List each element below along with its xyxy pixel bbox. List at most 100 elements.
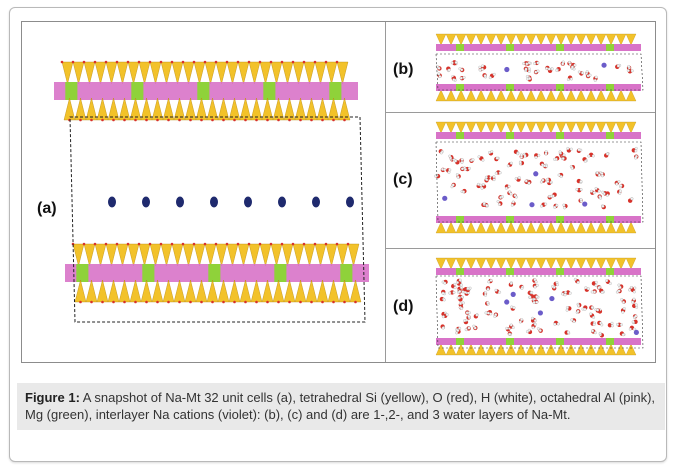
- water-hydrogen: [437, 66, 441, 70]
- na-cation: [442, 195, 448, 201]
- tetrahedron-si: [545, 33, 557, 46]
- figure-caption: Figure 1: A snapshot of Na-Mt 32 unit ce…: [17, 383, 665, 430]
- tetrahedron-si: [61, 61, 74, 85]
- tetrahedron-si: [535, 257, 547, 270]
- oxygen-atom: [101, 118, 104, 122]
- tetrahedron-si: [525, 221, 537, 234]
- tetrahedron-si: [292, 61, 305, 85]
- oxygen-atom: [335, 60, 339, 64]
- water-hydrogen: [496, 200, 500, 203]
- tetrahedron-si: [455, 33, 467, 46]
- tetrahedron-si: [336, 61, 349, 85]
- tetrahedron-si: [435, 257, 447, 270]
- tetrahedron-si: [445, 33, 457, 46]
- tetrahedron-si: [272, 279, 285, 303]
- water-hydrogen: [594, 75, 598, 79]
- water-hydrogen: [550, 67, 554, 71]
- water-hydrogen: [527, 69, 531, 73]
- water-hydrogen: [619, 323, 623, 327]
- water-hydrogen: [627, 65, 631, 68]
- mg-site: [274, 264, 287, 282]
- tetrahedron-si: [505, 89, 517, 102]
- oxygen-atom: [266, 300, 269, 304]
- water-hydrogen: [528, 295, 532, 299]
- water-hydrogen: [579, 198, 583, 202]
- tetrahedron-si: [349, 279, 362, 303]
- water-hydrogen: [577, 148, 581, 152]
- water-hydrogen: [593, 331, 597, 335]
- water-hydrogen: [452, 78, 456, 82]
- water-hydrogen: [586, 287, 590, 291]
- water-hydrogen: [618, 285, 622, 289]
- water-hydrogen: [447, 68, 451, 72]
- water-hydrogen: [599, 196, 602, 200]
- tetrahedron-si: [182, 61, 195, 85]
- oxygen-atom: [148, 60, 152, 64]
- tetrahedron-si: [585, 121, 597, 134]
- water-hydrogen: [458, 278, 462, 282]
- tetrahedron-si: [535, 121, 547, 134]
- water-hydrogen: [460, 306, 464, 310]
- water-hydrogen: [600, 290, 604, 294]
- water-hydrogen: [450, 61, 454, 65]
- water-hydrogen: [490, 150, 494, 154]
- tetrahedron-si: [195, 279, 208, 303]
- tetrahedron-si: [585, 33, 597, 46]
- water-hydrogen: [632, 297, 636, 301]
- water-hydrogen: [463, 167, 467, 171]
- na-cation: [504, 66, 510, 73]
- water-hydrogen: [566, 78, 570, 81]
- mg-site: [456, 132, 464, 139]
- oxygen-atom: [104, 242, 108, 246]
- water-hydrogen: [533, 62, 537, 65]
- water-hydrogen: [462, 190, 465, 194]
- mg-site: [456, 44, 464, 51]
- oxygen-atom: [313, 60, 317, 64]
- tetrahedron-si: [575, 343, 587, 356]
- tetrahedron-si: [127, 243, 140, 267]
- water-hydrogen: [448, 291, 452, 295]
- tetrahedron-si: [475, 33, 487, 46]
- oxygen-atom: [200, 300, 203, 304]
- water-hydrogen: [617, 283, 621, 287]
- na-cation: [142, 196, 150, 208]
- tetrahedron-si: [435, 121, 447, 134]
- oxygen-atom: [167, 118, 170, 122]
- oxygen-atom: [189, 118, 192, 122]
- tetrahedron-si: [485, 33, 497, 46]
- water-hydrogen: [535, 283, 539, 287]
- tetrahedron-si: [535, 89, 547, 102]
- oxygen-atom: [247, 242, 251, 246]
- na-cation: [601, 62, 607, 68]
- tetrahedron-si: [259, 243, 272, 267]
- tetrahedron-si: [261, 279, 274, 303]
- tetrahedron-si: [505, 121, 517, 134]
- water-hydrogen: [539, 180, 543, 184]
- octahedral-band: [436, 44, 641, 51]
- water-hydrogen: [536, 327, 540, 331]
- oxygen-atom: [233, 300, 236, 304]
- mg-site: [506, 84, 514, 91]
- water-hydrogen: [544, 202, 548, 206]
- tetrahedron-si: [215, 61, 228, 85]
- water-hydrogen: [600, 323, 604, 327]
- water-hydrogen: [438, 75, 442, 79]
- water-hydrogen: [481, 64, 485, 68]
- water-hydrogen: [458, 326, 462, 330]
- water-hydrogen: [589, 312, 593, 316]
- oxygen-atom: [82, 242, 86, 246]
- tetrahedron-si: [314, 243, 327, 267]
- oxygen-atom: [148, 242, 152, 246]
- tetrahedron-si: [465, 89, 477, 102]
- na-cation: [549, 295, 555, 302]
- oxygen-atom: [225, 242, 229, 246]
- tetrahedron-si: [455, 257, 467, 270]
- na-cation: [504, 299, 510, 305]
- tetrahedron-si: [160, 243, 173, 267]
- water-hydrogen: [453, 286, 457, 290]
- water-hydrogen: [510, 305, 514, 309]
- water-hydrogen: [592, 315, 596, 319]
- water-hydrogen: [441, 315, 445, 319]
- oxygen-atom: [302, 60, 306, 64]
- water-hydrogen: [549, 194, 553, 198]
